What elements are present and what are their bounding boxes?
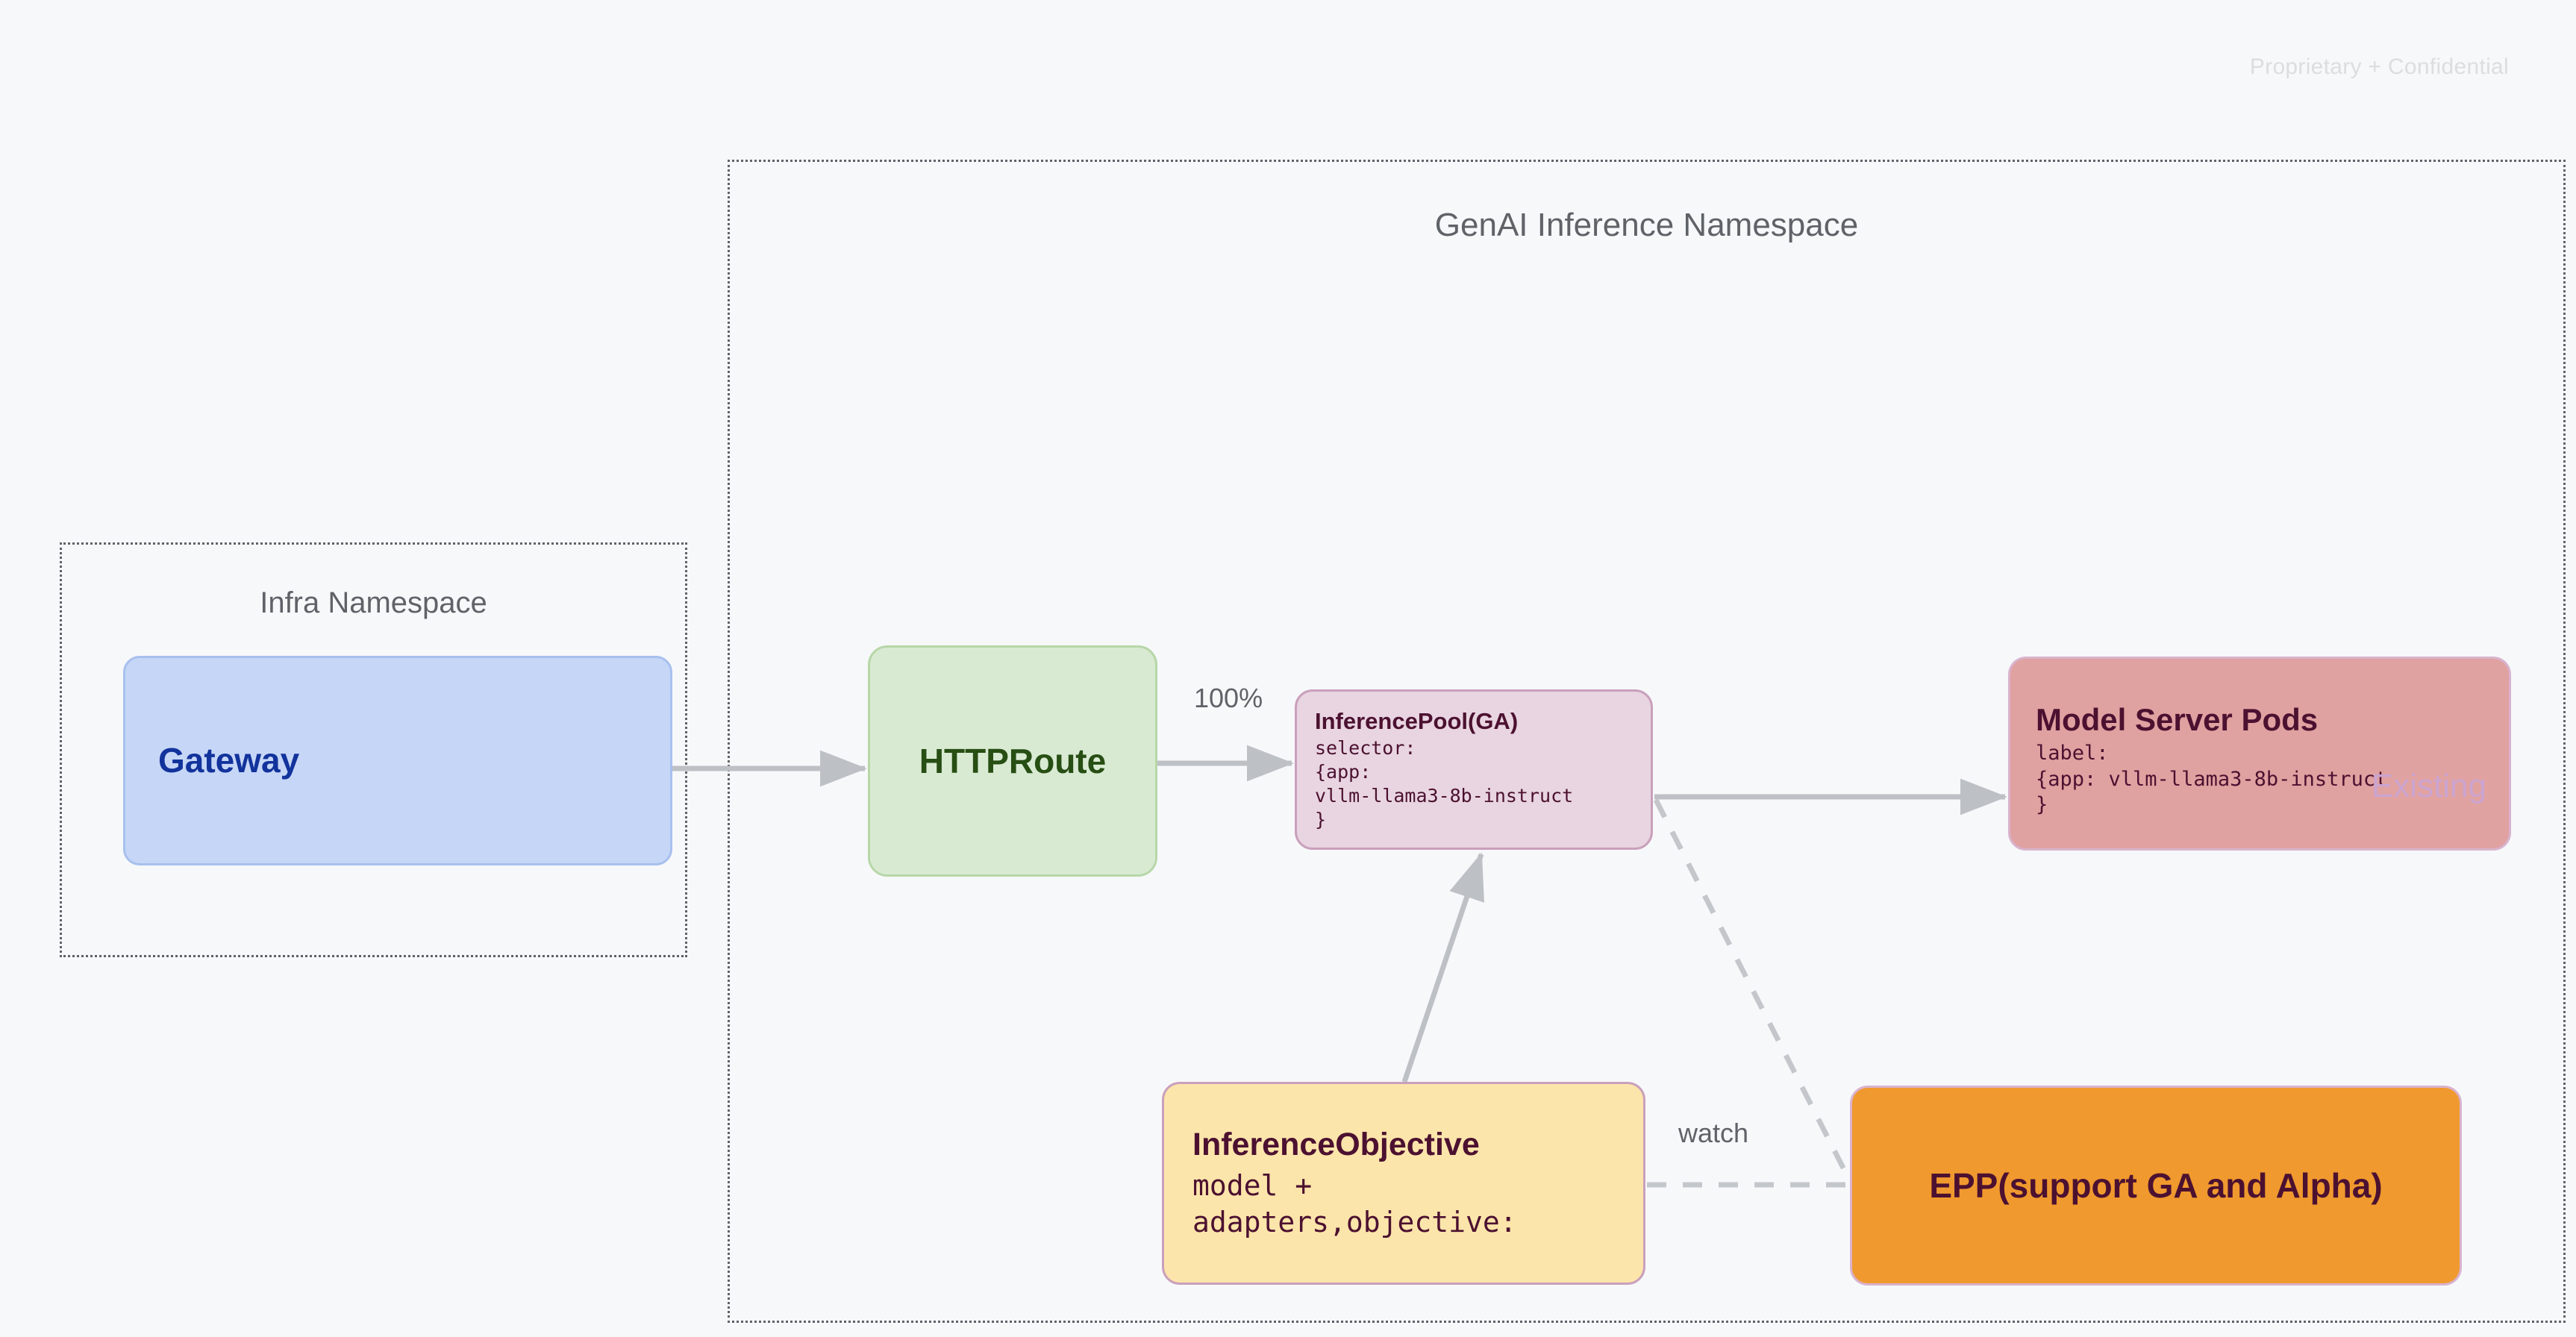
epp-title: EPP(support GA and Alpha) bbox=[1929, 1165, 2383, 1205]
genai-inference-namespace-title: GenAI Inference Namespace bbox=[1434, 207, 1859, 243]
infra-namespace-title: Infra Namespace bbox=[260, 586, 487, 619]
model-server-pods-title: Model Server Pods bbox=[2036, 702, 2319, 737]
infra-namespace-container: Infra Namespace bbox=[60, 542, 687, 957]
node-epp[interactable]: EPP(support GA and Alpha) bbox=[1850, 1086, 2462, 1286]
existing-badge: Existing bbox=[2371, 768, 2486, 804]
proprietary-confidential-watermark: Proprietary + Confidential bbox=[2249, 54, 2509, 79]
inference-objective-title: InferenceObjective bbox=[1192, 1126, 1480, 1162]
genai-inference-namespace-container: GenAI Inference Namespace bbox=[728, 160, 2566, 1323]
inferencepool-selector-body: selector: {app: vllm-llama3-8b-instruct … bbox=[1315, 736, 1574, 830]
inferencepool-title: InferencePool(GA) bbox=[1315, 708, 1519, 734]
node-inference-objective[interactable]: InferenceObjective model + adapters,obje… bbox=[1162, 1082, 1645, 1285]
edge-label-traffic-split: 100% bbox=[1194, 683, 1263, 713]
gateway-title: Gateway bbox=[158, 741, 300, 780]
node-httproute[interactable]: HTTPRoute bbox=[868, 645, 1157, 877]
inference-objective-body: model + adapters,objective: bbox=[1192, 1169, 1517, 1239]
model-server-pods-label-body: label: {app: vllm-llama3-8b-instruct } bbox=[2036, 742, 2388, 817]
node-model-server-pods[interactable]: Model Server Pods label: {app: vllm-llam… bbox=[2008, 657, 2511, 851]
node-inferencepool[interactable]: InferencePool(GA) selector: {app: vllm-l… bbox=[1295, 689, 1653, 850]
httproute-title: HTTPRoute bbox=[919, 741, 1107, 780]
edge-label-watch: watch bbox=[1678, 1118, 1749, 1148]
node-gateway[interactable]: Gateway bbox=[123, 656, 672, 865]
